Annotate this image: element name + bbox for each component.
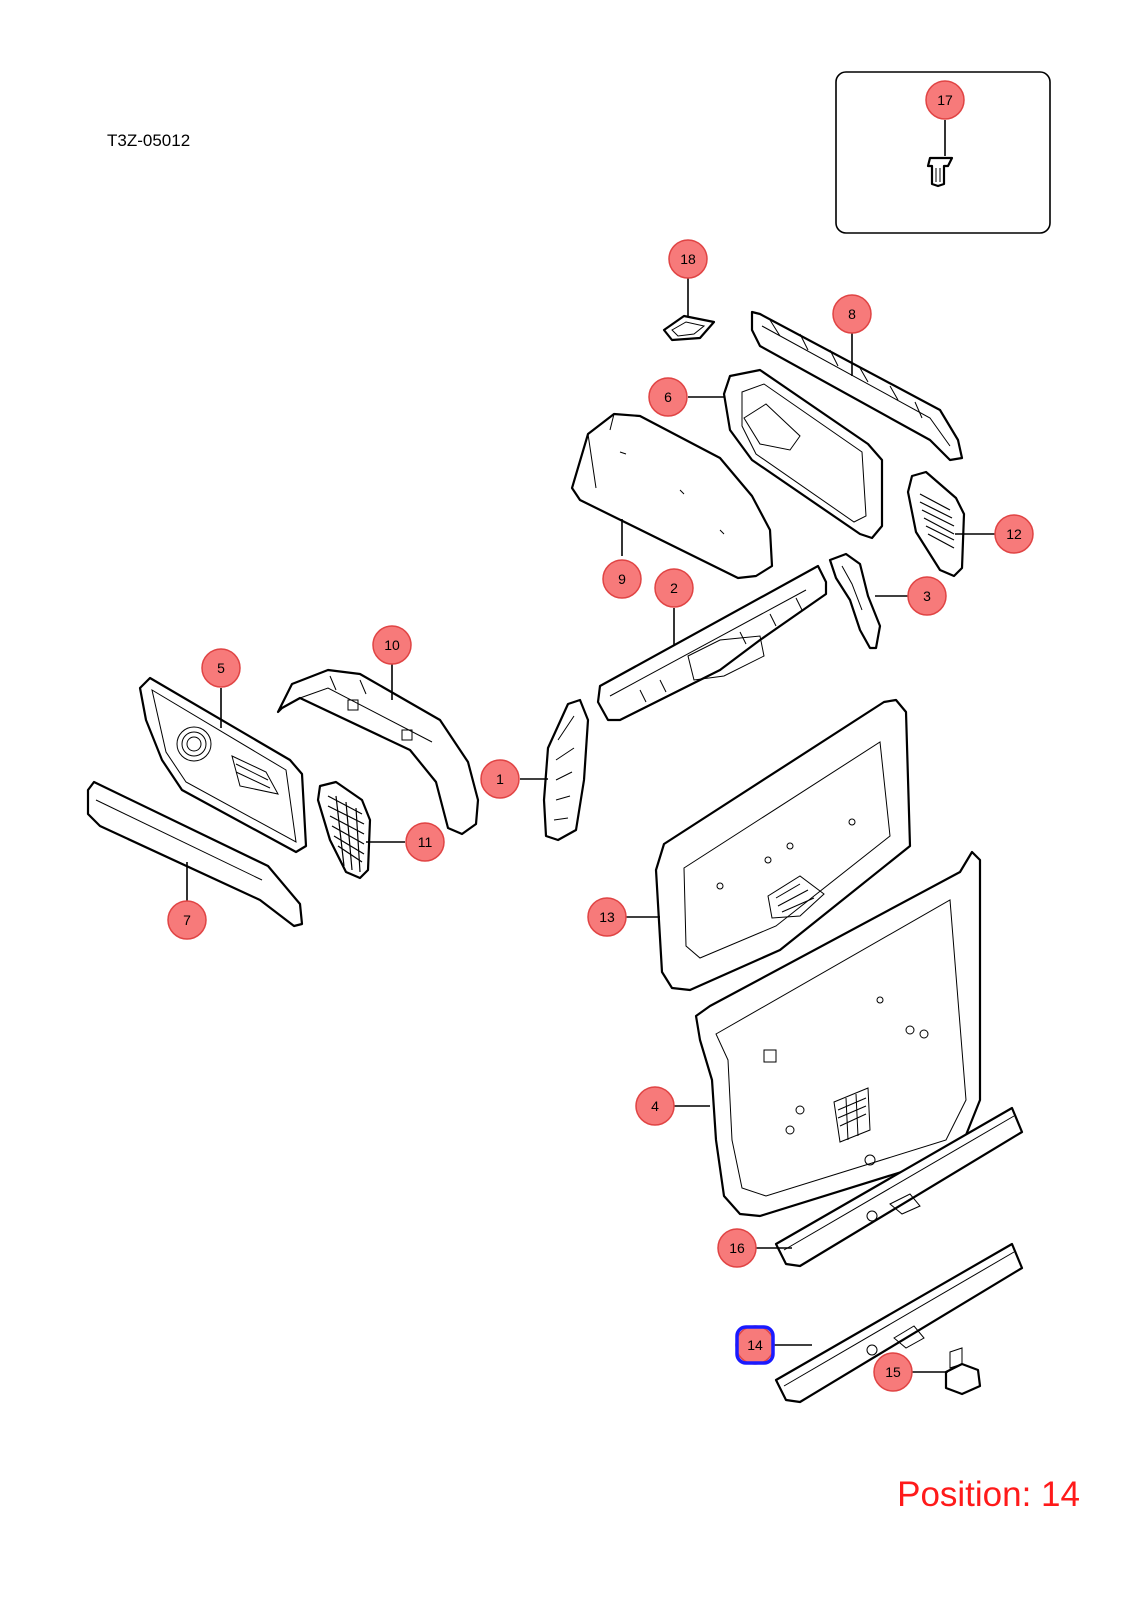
part-14-scuff-plate[interactable]: [774, 1242, 1024, 1404]
callout-14-label: 14: [747, 1337, 763, 1353]
part-18-bracket[interactable]: [662, 314, 716, 342]
callout-17-label: 17: [937, 92, 953, 108]
part-13-tailgate-upper[interactable]: [654, 698, 912, 992]
callout-7-label: 7: [183, 912, 191, 928]
callout-8[interactable]: 8: [832, 294, 872, 334]
callout-4[interactable]: 4: [635, 1086, 675, 1126]
callout-11-label: 11: [418, 834, 433, 850]
callout-1[interactable]: 1: [480, 759, 520, 799]
part-3-pillar[interactable]: [828, 552, 882, 650]
leader-lines: [186, 120, 995, 1373]
selection-highlight: [735, 1325, 775, 1365]
part-2-garnish[interactable]: [596, 564, 828, 722]
part-15-clip[interactable]: [944, 1347, 982, 1396]
callout-2-label: 2: [670, 580, 678, 596]
callout-13-label: 13: [599, 909, 615, 925]
part-16-scuff-plate[interactable]: [774, 1106, 1024, 1268]
part-5-quarter-panel[interactable]: [138, 676, 308, 854]
callout-16[interactable]: 16: [717, 1228, 757, 1268]
callout-6[interactable]: 6: [648, 377, 688, 417]
callout-17[interactable]: 17: [925, 80, 965, 120]
callout-12[interactable]: 12: [994, 514, 1034, 554]
callout-2[interactable]: 2: [654, 568, 694, 608]
part-12-vent-grille[interactable]: [906, 470, 966, 578]
callout-10[interactable]: 10: [372, 625, 412, 665]
callout-8-label: 8: [848, 306, 856, 322]
callout-3-label: 3: [923, 588, 931, 604]
callout-3[interactable]: 3: [907, 576, 947, 616]
callout-9[interactable]: 9: [602, 559, 642, 599]
callout-11[interactable]: 11: [405, 822, 445, 862]
part-10-wheelhouse[interactable]: [276, 668, 480, 836]
part-9-cover[interactable]: [570, 412, 774, 580]
part-8-upper-trim[interactable]: [750, 310, 964, 462]
callout-18[interactable]: 18: [668, 239, 708, 279]
inset-box: [835, 71, 1051, 234]
callout-13[interactable]: 13: [587, 897, 627, 937]
part-7-lower-trim[interactable]: [86, 780, 304, 928]
callout-5-label: 5: [217, 660, 225, 676]
callout-15-label: 15: [885, 1364, 901, 1380]
part-11-vent-grille[interactable]: [316, 780, 372, 880]
callout-1-label: 1: [496, 771, 504, 787]
callout-18-label: 18: [680, 251, 696, 267]
callout-9-label: 9: [618, 571, 626, 587]
callout-5[interactable]: 5: [201, 648, 241, 688]
callout-12-label: 12: [1006, 526, 1022, 542]
callout-6-label: 6: [664, 389, 672, 405]
part-6-window-panel[interactable]: [722, 368, 884, 540]
part-4-tailgate-lower[interactable]: [694, 850, 982, 1218]
callout-4-label: 4: [651, 1098, 659, 1114]
callout-15[interactable]: 15: [873, 1352, 913, 1392]
part-1-pillar-trim[interactable]: [542, 698, 590, 842]
callout-16-label: 16: [729, 1240, 745, 1256]
callout-7[interactable]: 7: [167, 900, 207, 940]
part-17-clip[interactable]: [926, 156, 954, 188]
position-label: Position: 14: [897, 1475, 1080, 1514]
callout-10-label: 10: [384, 637, 400, 653]
callout-14[interactable]: 14: [735, 1325, 775, 1365]
diagram-code: T3Z-05012: [107, 131, 191, 150]
